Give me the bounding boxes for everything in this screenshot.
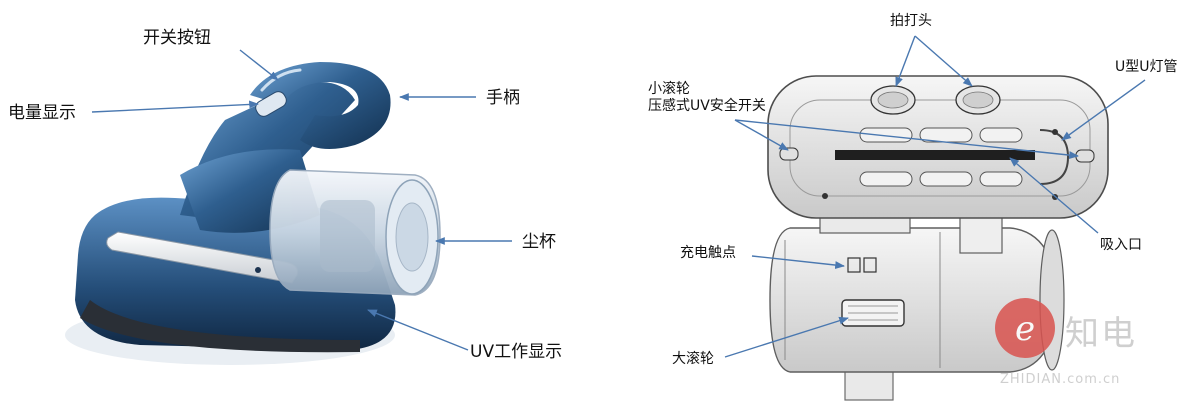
power-button-ridge [260, 68, 302, 92]
arrow-beater-left [895, 35, 916, 87]
watermark-brand: 知电 [1065, 314, 1137, 354]
watermark-logo-circle [995, 298, 1055, 358]
label-small-roller: 小滚轮 [648, 81, 690, 97]
label-uv-display: UV工作显示 [470, 342, 563, 362]
watermark-logo-letter: e [1015, 309, 1035, 349]
beater-head-left-grid [877, 91, 909, 109]
charge-contact-right [863, 257, 877, 273]
small-roller-left [779, 147, 799, 161]
dust-cup-filter [320, 200, 375, 272]
battery-display-panel [255, 91, 287, 117]
left-callout-arrows [91, 49, 512, 351]
label-charge-contacts: 充电触点 [680, 245, 736, 261]
suction-port [835, 150, 1035, 160]
base-bottom-edge [80, 300, 360, 353]
arrow-suction-port [1009, 157, 1099, 234]
label-handle: 手柄 [486, 88, 520, 108]
arrow-beater-right [914, 35, 973, 87]
head-slots [859, 127, 1023, 187]
head-plate [767, 75, 1109, 219]
left-product-illustration [65, 62, 441, 365]
label-battery-display: 电量显示 [8, 103, 76, 123]
small-roller-right [1075, 149, 1095, 163]
watermark-logo: e [995, 298, 1055, 358]
neck-connector [959, 214, 1003, 254]
beater-head-right-grid [962, 91, 994, 109]
handle-loop [250, 62, 391, 149]
screw-top-right [1052, 129, 1058, 135]
dust-cup-inner-ring [395, 202, 429, 272]
screw-bottom-left [822, 193, 828, 199]
label-suction-port: 吸入口 [1100, 237, 1142, 253]
label-power-button: 开关按钮 [143, 28, 211, 48]
arrow-u-lamp [1061, 79, 1146, 141]
label-beater-head: 拍打头 [890, 13, 932, 29]
arrow-uv-display [367, 309, 469, 351]
arrow-battery-display [91, 100, 259, 113]
uv-indicator-dot [255, 267, 261, 273]
charge-contact-left [847, 257, 861, 273]
arrow-small-roller-right [734, 119, 1079, 159]
label-u-lamp: U型U灯管 [1115, 59, 1178, 75]
label-uv-switch: 压感式UV安全开关 [648, 98, 766, 114]
label-big-roller: 大滚轮 [672, 351, 714, 367]
arrow-power-button [239, 49, 279, 81]
right-callout-arrows [724, 35, 1146, 358]
beater-heads [870, 85, 1001, 115]
arrow-big-roller [724, 316, 849, 358]
arrow-charge-contacts [751, 255, 845, 269]
label-dust-cup: 尘杯 [522, 232, 556, 252]
arrow-small-roller-left [734, 119, 789, 151]
right-product-illustration [767, 75, 1109, 401]
watermark-url: ZHIDIAN.com.cn [1000, 372, 1121, 387]
